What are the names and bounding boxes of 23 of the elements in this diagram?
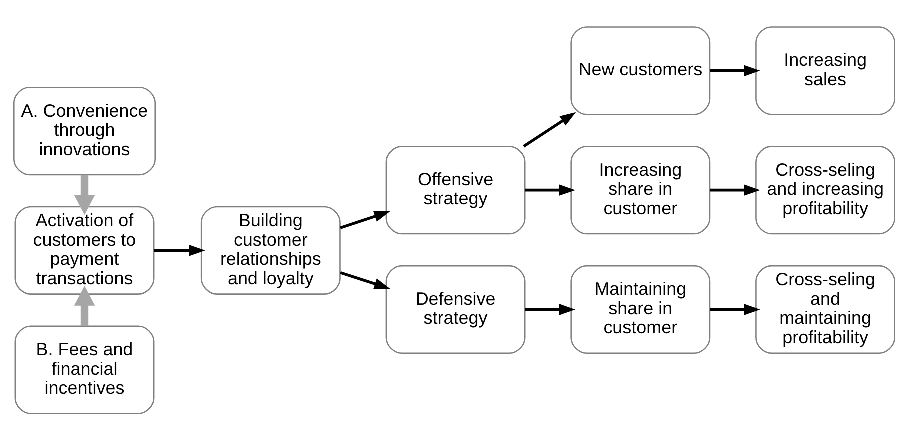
arrow xyxy=(74,286,95,326)
arrow xyxy=(524,304,575,316)
node-box: Maintaining share in customer xyxy=(570,265,710,354)
node-box: B. Fees and financial incentives xyxy=(14,326,154,414)
node-box: Offensive strategy xyxy=(385,146,526,235)
arrow xyxy=(154,245,205,256)
arrow xyxy=(710,65,760,77)
node-box: Defensive strategy xyxy=(385,265,526,354)
node-box: Activation of customers to payment transactions xyxy=(14,206,154,295)
arrow xyxy=(710,184,760,196)
node-box: Building customer relationships and loyalty xyxy=(200,206,340,295)
node-box: Cross-seling and maintaining profitability xyxy=(755,265,895,354)
arrow xyxy=(74,174,95,216)
node-box: Increasing sales xyxy=(755,26,895,116)
arrow xyxy=(522,112,576,148)
arrow xyxy=(710,304,760,316)
node-box: New customers xyxy=(570,26,710,116)
arrow xyxy=(524,184,575,196)
node-box: A. Convenience through innovations xyxy=(13,86,156,176)
arrow xyxy=(340,271,390,290)
node-box: Increasing share in customer xyxy=(570,146,710,235)
arrow xyxy=(340,211,390,230)
node-box: Cross-seling and increasing profitability xyxy=(755,146,895,235)
